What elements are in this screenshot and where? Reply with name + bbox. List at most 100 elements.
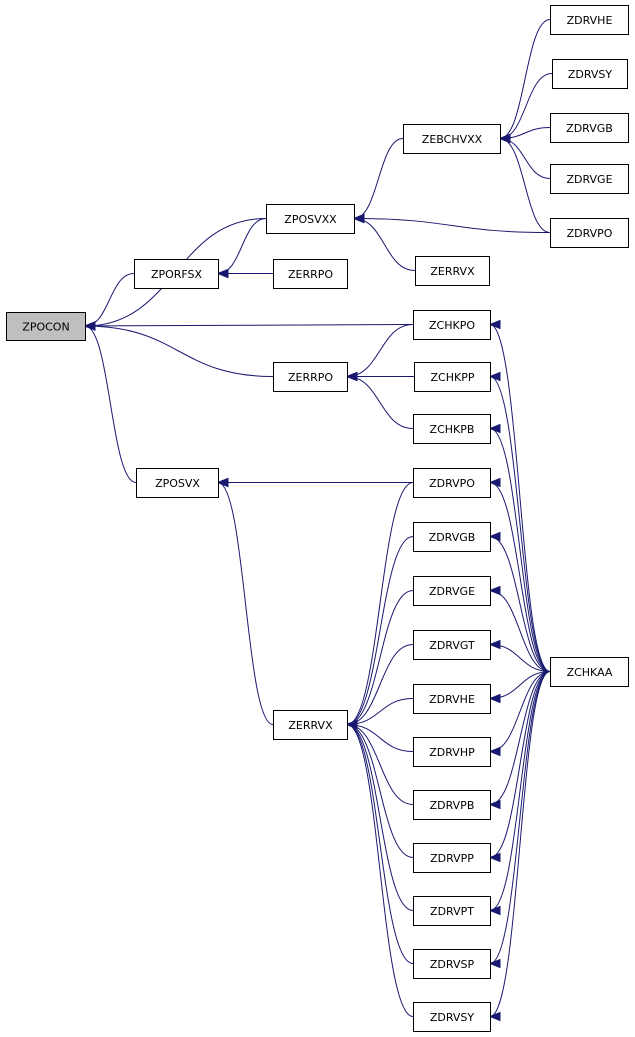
node-box xyxy=(415,256,490,286)
node-label: ZCHKPO xyxy=(429,319,475,332)
node-zchkpb[interactable]: ZCHKPB xyxy=(413,414,491,444)
node-label: ZCHKPP xyxy=(431,371,475,384)
node-zdrvsp[interactable]: ZDRVSP xyxy=(413,949,491,979)
node-label: ZPOCON xyxy=(22,321,69,334)
node-zpocon[interactable]: ZPOCON xyxy=(6,312,86,341)
arrowhead xyxy=(83,321,96,331)
node-box xyxy=(550,218,629,248)
node-box xyxy=(413,576,491,606)
node-label: ZDRVHE xyxy=(567,14,613,27)
node-zchkaa[interactable]: ZCHKAA xyxy=(550,657,629,687)
arrowhead xyxy=(488,639,501,650)
edge-zdrvhe-1-to-zebchvxx xyxy=(498,19,551,144)
node-box xyxy=(413,1002,491,1032)
edge-zdrvge-2-to-zerrvx-2 xyxy=(345,590,414,730)
node-box xyxy=(413,896,491,926)
node-label: ZDRVPB xyxy=(430,799,475,812)
edge-zerrpo-2-to-zpocon xyxy=(83,321,274,377)
node-label: ZDRVHP xyxy=(429,746,475,759)
arrowhead xyxy=(488,799,501,810)
node-zposvx[interactable]: ZPOSVX xyxy=(136,468,219,498)
node-zerrpo-1[interactable]: ZERRPO xyxy=(273,259,348,289)
node-label: ZDRVPP xyxy=(430,852,474,865)
node-zdrvgt[interactable]: ZDRVGT xyxy=(413,630,491,660)
node-zdrvhe-2[interactable]: ZDRVHE xyxy=(413,684,491,714)
node-zebchvxx[interactable]: ZEBCHVXX xyxy=(403,124,501,154)
edge-zchkaa-to-zdrvpo-2 xyxy=(488,477,551,672)
node-zerrvx-2[interactable]: ZERRVX xyxy=(273,710,348,740)
node-zdrvsy-1[interactable]: ZDRVSY xyxy=(552,59,628,89)
edge-zdrvpo-2-to-zposvx xyxy=(216,477,413,488)
arrowhead xyxy=(345,719,358,730)
node-zchkpo[interactable]: ZCHKPO xyxy=(413,310,491,340)
edge-zchkaa-to-zdrvsp xyxy=(488,671,551,969)
node-label: ZERRPO xyxy=(288,371,333,384)
node-zerrvx-1[interactable]: ZERRVX xyxy=(415,256,490,286)
node-box xyxy=(550,5,629,35)
node-box xyxy=(552,59,628,89)
node-box xyxy=(413,522,491,552)
arrowhead xyxy=(488,693,501,704)
node-zdrvpt[interactable]: ZDRVPT xyxy=(413,896,491,926)
node-box xyxy=(550,657,629,687)
edge-zerrvx-1-to-zposvxx xyxy=(352,213,416,271)
node-zerrpo-2[interactable]: ZERRPO xyxy=(273,362,348,392)
arrowhead xyxy=(498,133,511,144)
edge-layer xyxy=(83,19,553,1022)
node-zdrvgb-2[interactable]: ZDRVGB xyxy=(413,522,491,552)
edge-zdrvpo-1-to-zebchvxx xyxy=(498,133,551,233)
node-label: ZDRVPO xyxy=(429,477,475,490)
edge-zchkpo-to-zpocon xyxy=(83,321,414,331)
node-box xyxy=(136,468,219,498)
node-box xyxy=(134,259,219,289)
arrowhead xyxy=(488,585,501,596)
node-zdrvge-2[interactable]: ZDRVGE xyxy=(413,576,491,606)
node-zdrvhp[interactable]: ZDRVHP xyxy=(413,737,491,767)
node-box xyxy=(413,737,491,767)
edge-zchkaa-to-zdrvsy-2 xyxy=(488,671,551,1022)
edge-zerrvx-2-to-zposvx xyxy=(216,477,274,725)
node-zdrvhe-1[interactable]: ZDRVHE xyxy=(550,5,629,35)
node-label: ZERRVX xyxy=(430,265,475,278)
edge-zchkaa-to-zdrvgt xyxy=(488,639,551,672)
arrowhead xyxy=(488,746,501,757)
node-box xyxy=(273,710,348,740)
node-box xyxy=(413,949,491,979)
node-box xyxy=(413,310,491,340)
edge-zchkaa-to-zchkpb xyxy=(488,423,551,672)
node-zdrvge-1[interactable]: ZDRVGE xyxy=(550,164,629,194)
node-layer: ZPOCON ZPOSVXX ZPORFSX ZERRPO ZEBCHVXX ZDRVHE… xyxy=(6,5,629,1032)
node-box xyxy=(273,259,348,289)
edge-zchkaa-to-zdrvgb-2 xyxy=(488,531,551,672)
arrowhead xyxy=(488,1011,501,1022)
edge-zdrvsy-2-to-zerrvx-2 xyxy=(345,719,414,1017)
node-zdrvgb-1[interactable]: ZDRVGB xyxy=(550,113,629,143)
node-label: ZDRVGE xyxy=(429,585,475,598)
node-zdrvsy-2[interactable]: ZDRVSY xyxy=(413,1002,491,1032)
edge-zdrvpo-1-to-zposvxx xyxy=(352,213,551,233)
node-label: ZDRVGB xyxy=(566,122,613,135)
edge-zdrvsp-to-zerrvx-2 xyxy=(345,719,414,964)
node-box xyxy=(414,362,491,392)
edge-zchkaa-to-zchkpp xyxy=(488,371,551,672)
node-zposvxx[interactable]: ZPOSVXX xyxy=(266,204,355,234)
node-label: ZDRVSY xyxy=(430,1011,475,1024)
node-zdrvpo-1[interactable]: ZDRVPO xyxy=(550,218,629,248)
node-box xyxy=(550,113,629,143)
node-zchkpp[interactable]: ZCHKPP xyxy=(414,362,491,392)
node-box xyxy=(403,124,501,154)
node-label: ZCHKPB xyxy=(430,423,475,436)
node-zdrvpb[interactable]: ZDRVPB xyxy=(413,790,491,820)
edge-zdrvpp-to-zerrvx-2 xyxy=(345,719,414,858)
arrowhead xyxy=(216,477,229,488)
node-zdrvpp[interactable]: ZDRVPP xyxy=(413,843,491,873)
node-zdrvpo-2[interactable]: ZDRVPO xyxy=(413,468,491,498)
edge-zporfsx-to-zpocon xyxy=(83,273,135,331)
arrowhead xyxy=(488,958,501,969)
edge-zdrvpt-to-zerrvx-2 xyxy=(345,719,414,911)
node-zporfsx[interactable]: ZPORFSX xyxy=(134,259,219,289)
node-label: ZEBCHVXX xyxy=(422,133,483,146)
edge-zposvx-to-zpocon xyxy=(83,321,137,483)
node-label: ZDRVSP xyxy=(430,958,475,971)
node-box xyxy=(413,414,491,444)
